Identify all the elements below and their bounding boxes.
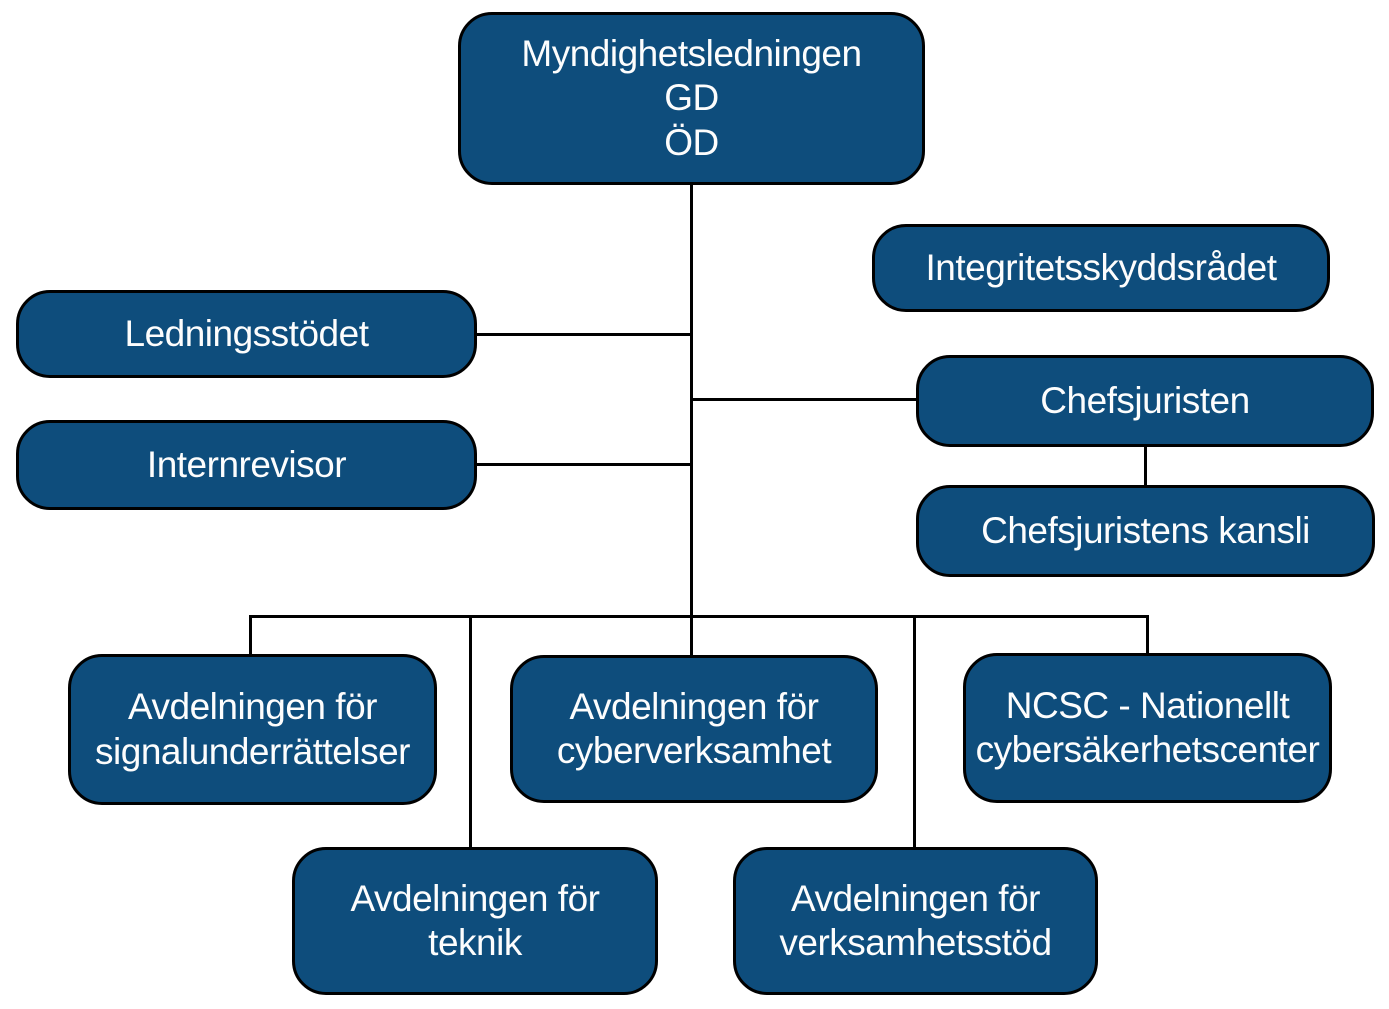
node-label-line: Chefsjuristens kansli [981,509,1310,551]
node-label-line: cybersäkerhetscenter [975,729,1320,770]
node-label-line: Ledningsstödet [124,312,369,354]
node-ncsc-nationellt-cybersakerhetscenter: NCSC - Nationellt cybersäkerhetscenter [963,653,1332,803]
node-myndighetsledningen: Myndighetsledningen GD ÖD [458,12,925,185]
connector-drop-verksamhetsstod [913,615,916,847]
node-integritetsskyddsradet: Integritetsskyddsrådet [872,224,1330,312]
connector-drop-ncsc [1146,615,1149,653]
node-label-line: NCSC - Nationellt [1005,684,1290,726]
connector-trunk [690,185,693,618]
node-label-line: Internrevisor [146,443,347,485]
node-label-line: Avdelningen för [128,686,377,728]
node-label-line: cyberverksamhet [556,730,832,771]
node-label-line: teknik [428,922,522,963]
node-label-line: Avdelningen för [350,877,600,919]
node-label-line: ÖD [664,121,719,163]
connector-ledningsstodet [477,333,691,336]
node-chefsjuristens-kansli: Chefsjuristens kansli [916,485,1375,577]
node-label-line: Myndighetsledningen [521,32,862,74]
node-label-line: Chefsjuristen [1040,379,1250,421]
connector-chefsjuristens-kansli [1144,447,1147,485]
node-avdelningen-cyberverksamhet: Avdelningen för cyberverksamhet [510,655,878,803]
node-label-line: verksamhetsstöd [779,922,1052,963]
node-avdelningen-verksamhetsstod: Avdelningen för verksamhetsstöd [733,847,1098,995]
node-label-line: signalunderrättelser [95,730,410,772]
node-label-line: Avdelningen för [791,877,1040,919]
node-label-line: Avdelningen för [569,685,819,727]
node-ledningsstodet: Ledningsstödet [16,290,477,378]
node-internrevisor: Internrevisor [16,420,477,510]
node-avdelningen-teknik: Avdelningen för teknik [292,847,658,995]
connector-drop-signalunderrattelser [249,615,252,654]
connector-chefsjuristen [690,398,916,401]
node-label-line: Integritetsskyddsrådet [925,246,1277,288]
node-chefsjuristen: Chefsjuristen [916,355,1374,447]
connector-drop-cyberverksamhet [690,615,693,655]
node-label-line: GD [664,77,719,119]
connector-drop-teknik [469,615,472,847]
connector-internrevisor [477,463,691,466]
node-avdelningen-signalunderrattelser: Avdelningen för signalunderrättelser [68,654,437,805]
connector-distribution [249,615,1149,618]
